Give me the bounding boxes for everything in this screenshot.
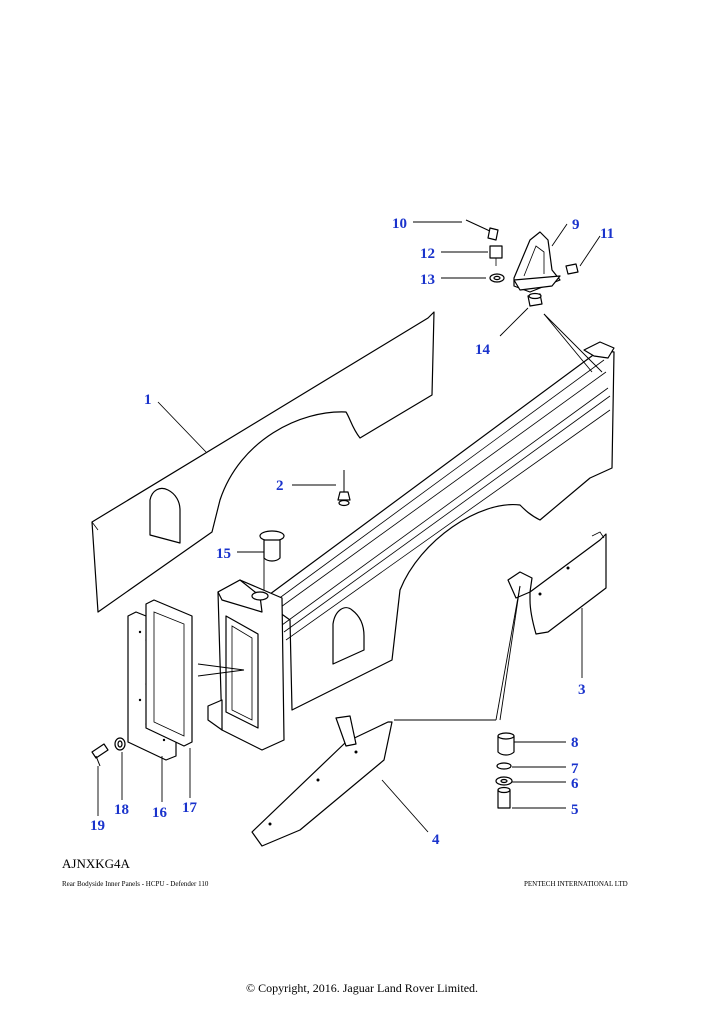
copyright-notice: © Copyright, 2016. Jaguar Land Rover Lim… [245, 981, 479, 995]
part-4-wheel-arch-lower [251, 715, 393, 847]
callout-1: 1 [144, 392, 152, 408]
part-1-inner-panel [91, 311, 435, 613]
part-15-grommet [259, 530, 285, 562]
callout-6: 6 [571, 776, 579, 792]
callout-2: 2 [276, 478, 284, 494]
callout-16: 16 [152, 805, 168, 821]
leader-lines [97, 221, 603, 833]
callout-5: 5 [571, 802, 579, 818]
diagram-reference-code: AJNXKG4A [62, 856, 130, 871]
callout-3: 3 [578, 682, 586, 698]
callout-labels: 1 2 3 4 5 6 7 8 9 10 11 12 13 14 15 16 1… [90, 216, 614, 848]
callout-19: 19 [90, 818, 105, 834]
diagram-caption: Rear Bodyside Inner Panels - HCPU - Defe… [62, 880, 209, 888]
diagram-publisher: PENTECH INTERNATIONAL LTD [524, 880, 628, 888]
callout-17: 17 [182, 800, 198, 816]
callout-10: 10 [392, 216, 407, 232]
callout-4: 4 [432, 832, 440, 848]
callout-9: 9 [572, 217, 580, 233]
callout-13: 13 [420, 272, 435, 288]
callout-15: 15 [216, 546, 231, 562]
callout-11: 11 [600, 226, 614, 242]
part-3-wheel-arch-upper [507, 531, 607, 635]
callout-18: 18 [114, 802, 129, 818]
rear-bodyside-main-panel [261, 341, 615, 711]
fixing-stack [495, 732, 515, 809]
rear-corner-post [207, 579, 285, 751]
part-9-bracket [513, 231, 561, 293]
callout-7: 7 [571, 761, 579, 777]
part-17-gasket [145, 599, 193, 747]
callout-12: 12 [420, 246, 435, 262]
callout-8: 8 [571, 735, 579, 751]
screw-and-washer [91, 737, 126, 767]
bracket-hardware [465, 219, 579, 307]
part-2-rivet [337, 470, 351, 507]
callout-14: 14 [475, 342, 491, 358]
